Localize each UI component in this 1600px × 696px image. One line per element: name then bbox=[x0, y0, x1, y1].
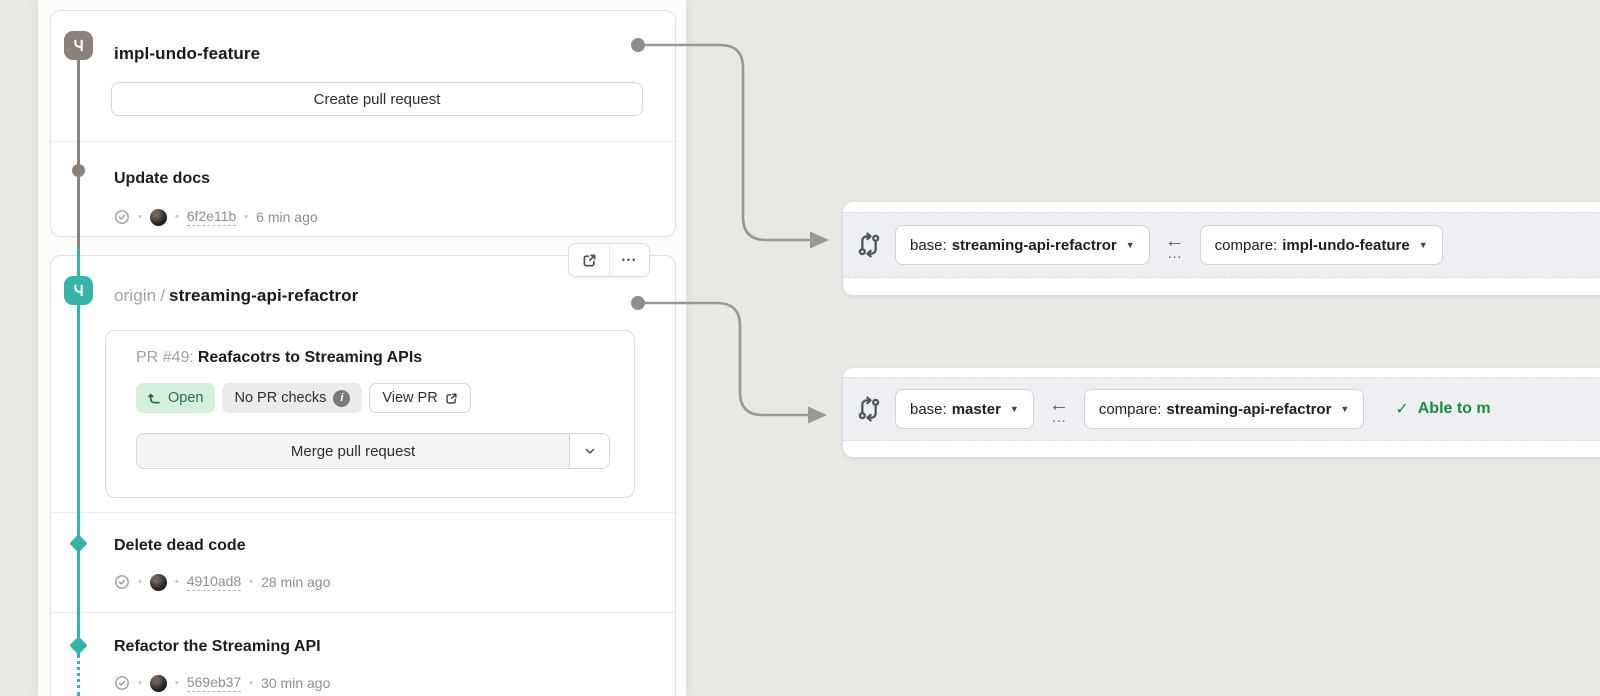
pr-open-icon bbox=[148, 393, 160, 403]
base-branch-name: streaming-api-refactror bbox=[951, 236, 1117, 254]
ellipsis-icon: ••• bbox=[621, 255, 638, 265]
pr-status-badge: Open bbox=[136, 383, 216, 413]
branch-icon-remote bbox=[64, 276, 93, 305]
commit-title: Update docs bbox=[114, 170, 211, 187]
divider bbox=[51, 512, 675, 513]
compare-branch-selector[interactable]: compare:impl-undo-feature ▼ bbox=[1199, 225, 1443, 265]
view-pr-label: View PR bbox=[382, 390, 438, 406]
git-compare-icon bbox=[858, 232, 880, 258]
meta-separator: • bbox=[249, 677, 254, 689]
caret-down-icon: ▼ bbox=[1009, 404, 1019, 414]
merge-options-dropdown[interactable] bbox=[569, 434, 609, 468]
chevron-down-icon bbox=[585, 448, 594, 454]
branch-card-actions: ••• bbox=[568, 243, 650, 277]
branch-name: streaming-api-refactror bbox=[169, 286, 359, 305]
range-ellipsis: … bbox=[1167, 245, 1183, 262]
merge-status: ✓ Able to m bbox=[1395, 399, 1490, 419]
compare-direction: ← … bbox=[1047, 394, 1071, 426]
base-prefix: base: bbox=[910, 400, 947, 418]
commit-title: Refactor the Streaming API bbox=[114, 638, 321, 655]
meta-separator: • bbox=[138, 677, 142, 689]
compare-prefix: compare: bbox=[1098, 400, 1162, 418]
base-prefix: base: bbox=[910, 236, 947, 254]
compare-bar-1: base:streaming-api-refactror ▼ ← … compar… bbox=[843, 202, 1600, 295]
author-avatar bbox=[149, 208, 167, 226]
merge-split-button: Merge pull request bbox=[136, 433, 610, 469]
view-pr-button[interactable]: View PR bbox=[369, 383, 471, 413]
git-compare-icon bbox=[858, 396, 880, 422]
meta-separator: • bbox=[249, 576, 254, 588]
commit-sha-link[interactable]: 4910ad8 bbox=[186, 573, 242, 591]
commit-check-icon bbox=[114, 209, 130, 225]
meta-separator: • bbox=[174, 677, 179, 689]
branch-title-local: impl-undo-feature bbox=[114, 44, 261, 63]
commit-title: Delete dead code bbox=[114, 537, 246, 554]
check-icon: ✓ bbox=[1395, 401, 1409, 418]
open-external-button[interactable] bbox=[569, 244, 609, 276]
meta-separator: • bbox=[174, 211, 179, 223]
pr-title-text: Reafacotrs to Streaming APIs bbox=[197, 349, 423, 366]
base-branch-name: master bbox=[951, 400, 1001, 418]
left-arrow-icon: ← bbox=[1048, 394, 1069, 416]
compare-band: base:streaming-api-refactror ▼ ← … compar… bbox=[843, 212, 1600, 278]
author-avatar bbox=[149, 573, 167, 591]
info-icon[interactable]: i bbox=[333, 389, 351, 407]
create-pull-request-button[interactable]: Create pull request bbox=[111, 82, 643, 116]
commit-check-icon bbox=[114, 574, 130, 590]
path-separator: / bbox=[160, 286, 166, 305]
branch-card-remote: origin/streaming-api-refactror PR #49:Re… bbox=[50, 255, 676, 696]
pr-checks-label: No PR checks bbox=[234, 390, 327, 406]
commit-graph-line-remote-dotted bbox=[77, 654, 80, 696]
compare-direction: ← … bbox=[1163, 230, 1187, 262]
meta-separator: • bbox=[244, 211, 249, 223]
meta-separator: • bbox=[138, 576, 142, 588]
compare-branch-name: streaming-api-refactror bbox=[1166, 400, 1332, 418]
commit-graph-line-local bbox=[77, 60, 80, 248]
merge-status-text: Able to m bbox=[1417, 400, 1491, 417]
remote-label: origin bbox=[114, 286, 157, 305]
base-branch-selector[interactable]: base:streaming-api-refactror ▼ bbox=[895, 225, 1150, 265]
range-ellipsis: … bbox=[1051, 409, 1067, 426]
commit-node-update-docs bbox=[72, 164, 85, 177]
compare-branch-selector[interactable]: compare:streaming-api-refactror ▼ bbox=[1083, 389, 1365, 429]
merge-pull-request-button[interactable]: Merge pull request bbox=[137, 434, 569, 468]
meta-separator: • bbox=[138, 211, 142, 223]
commit-time: 28 min ago bbox=[261, 574, 331, 590]
divider bbox=[51, 141, 675, 142]
external-link-icon bbox=[446, 392, 457, 404]
more-options-button[interactable]: ••• bbox=[609, 244, 649, 276]
divider bbox=[51, 612, 675, 613]
caret-down-icon: ▼ bbox=[1418, 240, 1428, 250]
commit-time: 6 min ago bbox=[256, 209, 318, 225]
commit-time: 30 min ago bbox=[261, 675, 331, 691]
branch-icon-local bbox=[64, 31, 93, 60]
compare-branch-name: impl-undo-feature bbox=[1282, 236, 1410, 254]
commit-sha-link[interactable]: 6f2e11b bbox=[186, 208, 237, 226]
external-link-icon bbox=[583, 254, 595, 266]
pr-checks-badge: No PR checks i bbox=[222, 383, 363, 413]
branch-card-local: impl-undo-feature Create pull request Up… bbox=[50, 10, 676, 237]
pr-status-label: Open bbox=[168, 390, 204, 406]
commit-graph-line-remote bbox=[77, 248, 80, 654]
caret-down-icon: ▼ bbox=[1125, 240, 1135, 250]
author-avatar bbox=[149, 674, 167, 692]
left-arrow-icon: ← bbox=[1164, 230, 1185, 252]
compare-band: base:master ▼ ← … compare:streaming-api-r… bbox=[843, 377, 1600, 441]
commit-check-icon bbox=[114, 675, 130, 691]
pr-number: PR #49: bbox=[136, 349, 194, 366]
pull-request-box: PR #49:Reafacotrs to Streaming APIs Open… bbox=[105, 330, 635, 498]
meta-separator: • bbox=[174, 576, 179, 588]
compare-bar-2: base:master ▼ ← … compare:streaming-api-r… bbox=[843, 368, 1600, 457]
compare-prefix: compare: bbox=[1214, 236, 1278, 254]
base-branch-selector[interactable]: base:master ▼ bbox=[895, 389, 1034, 429]
pr-title: PR #49:Reafacotrs to Streaming APIs bbox=[136, 349, 422, 367]
commit-sha-link[interactable]: 569eb37 bbox=[186, 674, 242, 692]
branch-title-remote: origin/streaming-api-refactror bbox=[114, 286, 358, 306]
caret-down-icon: ▼ bbox=[1340, 404, 1350, 414]
arrowhead-1 bbox=[810, 231, 829, 249]
arrowhead-2 bbox=[808, 406, 827, 424]
